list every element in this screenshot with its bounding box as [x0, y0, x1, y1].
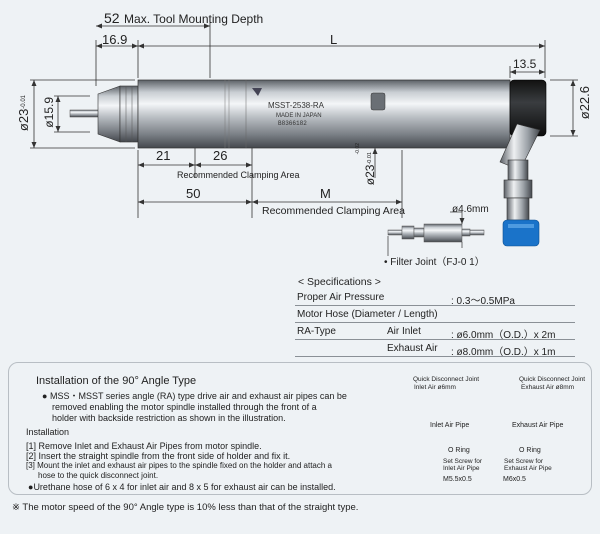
installation-subheading: Installation [26, 427, 70, 437]
dim-16-9: 16.9 [102, 32, 128, 47]
installation-step-1: [1] Remove Inlet and Exhaust Air Pipes f… [26, 441, 262, 451]
dim-d15-9: ø15.9 [42, 97, 56, 128]
dim-d4-6: ø4.6mm [452, 204, 489, 215]
installation-step-3b: hose to the quick disconnect joint. [38, 471, 159, 480]
label-exhaust-pipe: Exhaust Air Pipe [512, 422, 564, 429]
label-m6: M6x0.5 [503, 476, 526, 483]
dim-d23-mid: ø23-0.01 [363, 152, 377, 186]
dim-26: 26 [213, 148, 228, 163]
dim-M: M [320, 186, 331, 201]
spec-row: Motor Hose (Diameter / Length) [295, 306, 575, 323]
label-qdj-right: Quick Disconnect Joint [519, 376, 586, 383]
installation-heading: Installation of the 90° Angle Type [36, 375, 197, 387]
dim-21: 21 [156, 148, 171, 163]
dim-d23-left: ø23-0.01 [16, 95, 31, 132]
spindle-engraving-1: MSST-2538-RA [268, 101, 325, 110]
rec-clamp-small: Recommended Clamping Area [177, 170, 300, 180]
installation-intro: ● MSS・MSST series angle (RA) type drive … [42, 391, 347, 401]
dim-13-5: 13.5 [513, 57, 537, 71]
installation-panel [8, 362, 592, 495]
label-set-screw-exhaust-2: Exhaust Air Pipe [504, 465, 552, 472]
dim-50: 50 [186, 186, 201, 201]
spindle-engraving-3: B8366182 [278, 120, 307, 127]
installation-intro-2: removed enabling the motor spindle insta… [52, 402, 317, 412]
installation-step-3a: [3] Mount the inlet and exhaust air pipe… [26, 461, 332, 470]
label-set-screw-inlet-2: Inlet Air Pipe [443, 465, 480, 472]
spec-row: Proper Air Pressure : 0.3～0.5MPa [295, 289, 575, 307]
filter-joint-label: • Filter Joint（FJ-0 1） [384, 257, 485, 268]
installation-note: ●Urethane hose of 6 x 4 for inlet air an… [28, 482, 336, 492]
dim-d22-6: ø22.6 [577, 86, 592, 120]
label-oring-right: O Ring [519, 447, 541, 454]
installation-step-2: [2] Insert the straight spindle from the… [26, 451, 291, 461]
dim-d23-mid-tol-bottom: -0.02 [355, 143, 361, 155]
dim-L: L [330, 32, 338, 47]
max-depth-dimension: 52 Max. Tool Mounting Depth [104, 10, 264, 26]
bullet: ● [42, 391, 48, 401]
footnote: ※ The motor speed of the 90° Angle type … [12, 502, 359, 513]
label-oring-left: O Ring [448, 447, 470, 454]
spec-row: Exhaust Air : ø8.0mm（O.D.）x 1m [295, 340, 575, 358]
label-inlet-pipe: Inlet Air Pipe [430, 422, 470, 429]
specs-title: < Specifications > [298, 276, 381, 288]
label-set-screw-inlet-1: Set Screw for [443, 458, 483, 465]
installation-intro-3: holder with backside restriction as show… [52, 413, 286, 423]
label-m5: M5.5x0.5 [443, 476, 472, 483]
label-inlet-6: Inlet Air ø6mm [414, 384, 456, 391]
rec-clamp-big: Recommended Clamping Area [262, 205, 405, 217]
spec-row: RA-Type Air Inlet : ø6.0mm（O.D.）x 2m [295, 323, 575, 341]
spindle-engraving-2: MADE IN JAPAN [276, 113, 322, 119]
label-exhaust-8: Exhaust Air ø8mm [521, 384, 575, 391]
label-set-screw-exhaust-1: Set Screw for [504, 458, 544, 465]
label-qdj-left: Quick Disconnect Joint [413, 376, 480, 383]
